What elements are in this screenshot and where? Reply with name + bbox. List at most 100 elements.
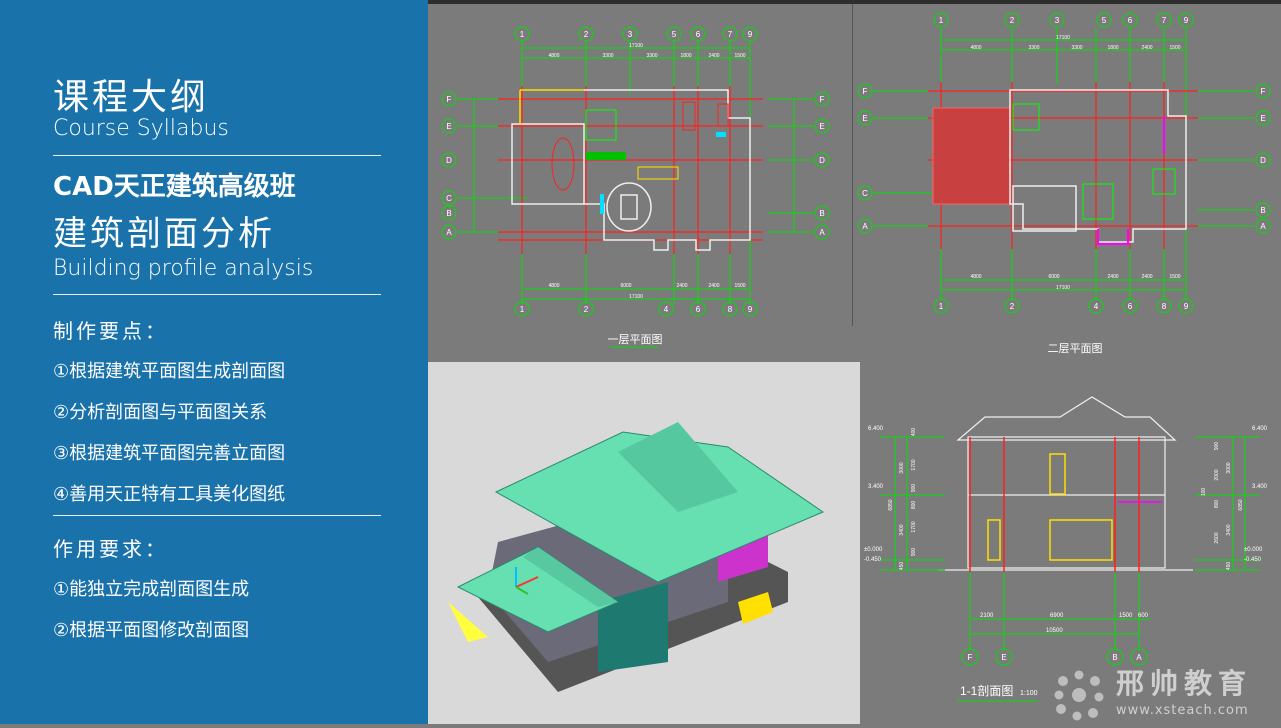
axis-label: A xyxy=(819,228,825,237)
requirement-item: ②根据平面图修改剖面图 xyxy=(53,620,250,641)
dimension: 6900 xyxy=(1050,613,1064,619)
dimension: 17100 xyxy=(629,43,643,49)
axis-label: A xyxy=(1260,222,1266,231)
dimension: 1500 xyxy=(1119,613,1133,619)
axis-label: F xyxy=(1261,87,1266,96)
axis-label: D xyxy=(1260,156,1266,165)
axis-label: B xyxy=(446,209,451,218)
roof-tiles xyxy=(932,107,1011,205)
axis-label: F xyxy=(968,653,973,662)
dimension: 10500 xyxy=(1046,628,1063,634)
axis-label: 9 xyxy=(1184,16,1189,25)
axis-label: 9 xyxy=(748,305,753,314)
axis-label: A xyxy=(446,228,452,237)
requirements-heading: 作用要求： xyxy=(53,537,168,561)
divider xyxy=(53,294,381,295)
brand-name: 邢帅教育 xyxy=(1116,667,1253,700)
dimension: 3300 xyxy=(602,53,613,59)
axis-label: 6 xyxy=(1128,16,1133,25)
dimension: 2400 xyxy=(708,283,719,289)
dimension: 3000 xyxy=(899,462,905,473)
dimension: 900 xyxy=(911,548,917,557)
axis-label: 6 xyxy=(1128,302,1133,311)
axis-label: 8 xyxy=(728,305,733,314)
axis-label: E xyxy=(862,114,867,123)
dimension: 2400 xyxy=(1141,274,1152,280)
axis-label: 7 xyxy=(728,30,733,39)
point-item: ④善用天正特有工具美化图纸 xyxy=(53,484,286,505)
syllabus-title: 课程大纲 xyxy=(53,77,210,118)
brand-logo-icon xyxy=(1054,670,1104,721)
point-item: ③根据建筑平面图完善立面图 xyxy=(53,443,286,464)
lesson-title: 建筑剖面分析 xyxy=(53,214,275,254)
dimension: 600 xyxy=(1138,613,1149,619)
syllabus-title-en: Course Syllabus xyxy=(53,116,229,141)
axis-label: E xyxy=(819,122,824,131)
dimension: 4800 xyxy=(970,45,981,51)
axis-label: 5 xyxy=(672,30,677,39)
point-item: ①根据建筑平面图生成剖面图 xyxy=(53,361,286,382)
dimension: 450 xyxy=(899,562,905,571)
dimension: 6000 xyxy=(620,283,631,289)
course-name: CAD天正建筑高级班 xyxy=(53,172,296,202)
top-bar xyxy=(428,0,1281,4)
dimension: 900 xyxy=(911,484,917,493)
plan-title: 一层平面图 xyxy=(608,333,663,346)
dimension: 6850 xyxy=(1238,499,1244,510)
axis-label: 2 xyxy=(584,30,589,39)
dimension: 1700 xyxy=(911,521,917,532)
dimension: 17100 xyxy=(629,294,643,300)
dimension: 2600 xyxy=(1214,532,1220,543)
dimension: 1800 xyxy=(1107,45,1118,51)
dimension: 2000 xyxy=(1214,469,1220,480)
elevation-label: ±0.000 xyxy=(1244,547,1263,553)
dimension: 1800 xyxy=(680,53,691,59)
dimension: 1500 xyxy=(734,53,745,59)
dimension: 3300 xyxy=(1028,45,1039,51)
dimension: 400 xyxy=(911,428,917,437)
section-scale: 1:100 xyxy=(1020,690,1038,697)
section-title: 1-1剖面图 xyxy=(960,684,1013,698)
plan-title: 二层平面图 xyxy=(1048,342,1103,355)
dimension: 4800 xyxy=(548,283,559,289)
axis-label: F xyxy=(447,95,452,104)
elevation-label: -0.450 xyxy=(1244,557,1262,563)
dimension: 6000 xyxy=(1048,274,1059,280)
dimension: 1500 xyxy=(734,283,745,289)
axis-label: 5 xyxy=(1102,16,1107,25)
elevation-label: 3.400 xyxy=(1252,484,1268,490)
dimension: 800 xyxy=(911,501,917,510)
divider xyxy=(53,155,381,156)
dimension: 1700 xyxy=(911,459,917,470)
axis-label: C xyxy=(862,189,868,198)
axis-label: 1 xyxy=(520,30,525,39)
axis-label: 8 xyxy=(1162,302,1167,311)
axis-label: F xyxy=(820,95,825,104)
requirement-item: ①能独立完成剖面图生成 xyxy=(53,579,250,600)
point-item: ②分析剖面图与平面图关系 xyxy=(53,402,268,423)
dimension: 6850 xyxy=(888,499,894,510)
dimension: 17100 xyxy=(1056,285,1070,291)
axis-label: 4 xyxy=(1094,302,1099,311)
axis-label: E xyxy=(446,122,451,131)
brand-url: www.xsteach.com xyxy=(1116,703,1249,718)
axis-label: F xyxy=(863,87,868,96)
dimension: 100 xyxy=(1201,488,1207,497)
elevation-label: ±0.000 xyxy=(864,547,883,553)
axis-label: 1 xyxy=(939,16,944,25)
dimension: 3400 xyxy=(899,524,905,535)
3d-model-view[interactable] xyxy=(428,362,860,724)
3d-house-model xyxy=(448,422,825,692)
dimension: 3000 xyxy=(1226,462,1232,473)
axis-label: B xyxy=(1260,206,1265,215)
points-heading: 制作要点： xyxy=(53,319,168,343)
dimension: 3400 xyxy=(1226,524,1232,535)
axis-label: 1 xyxy=(520,305,525,314)
axis-label: C xyxy=(446,194,452,203)
axis-label: 2 xyxy=(1010,302,1015,311)
dimension: 2100 xyxy=(980,613,994,619)
axis-label: A xyxy=(862,222,868,231)
axis-label: 6 xyxy=(696,30,701,39)
